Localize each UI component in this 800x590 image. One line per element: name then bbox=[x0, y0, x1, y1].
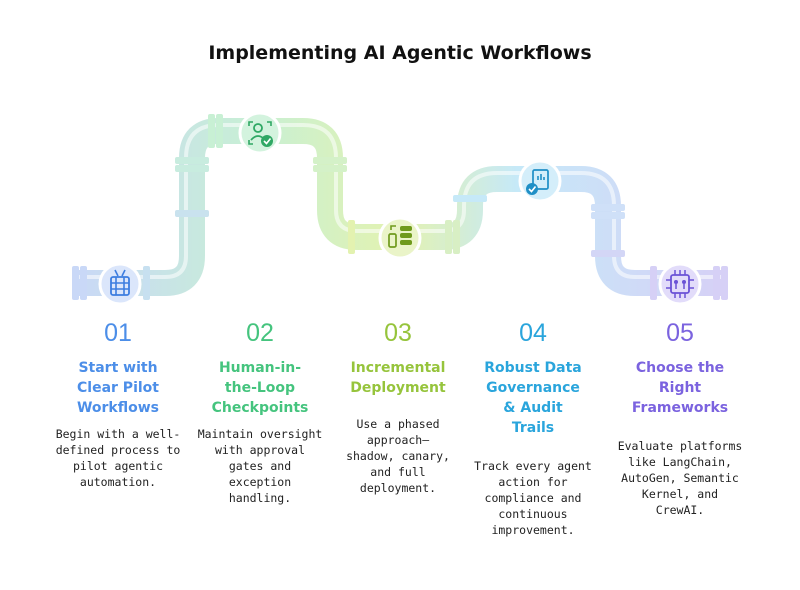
step-desc-line: continuous bbox=[498, 507, 568, 521]
step-title-line: Workflows bbox=[76, 400, 160, 416]
step-number: 03 bbox=[384, 319, 412, 347]
step-desc-line: with approval bbox=[214, 443, 305, 457]
step-title-line: Deployment bbox=[350, 380, 446, 396]
audit-report-icon bbox=[518, 159, 562, 203]
step-desc-line: Use a phased bbox=[356, 417, 440, 431]
step-desc-line: action for bbox=[498, 475, 568, 489]
step-title-line: Choose the bbox=[635, 360, 725, 376]
page-title: Implementing AI Agentic Workflows bbox=[208, 42, 592, 64]
step-title: Incremental Deployment bbox=[333, 358, 463, 398]
step-1: 01 Start with Clear Pilot Workflows Begi… bbox=[53, 318, 183, 490]
step-desc-line: like LangChain, bbox=[628, 455, 732, 469]
step-description: Evaluate platforms like LangChain, AutoG… bbox=[615, 438, 745, 518]
step-desc-line: deployment. bbox=[359, 481, 437, 495]
step-title-line: Clear Pilot bbox=[77, 380, 159, 396]
step-3: 03 Incremental Deployment Use a phased a… bbox=[333, 318, 463, 496]
step-number: 01 bbox=[104, 319, 132, 347]
step-desc-line: Begin with a well- bbox=[55, 427, 181, 441]
step-number: 04 bbox=[519, 319, 547, 347]
server-rack-icon bbox=[98, 262, 142, 306]
step-desc-line: AutoGen, Semantic bbox=[621, 471, 739, 485]
step-title-line: & Audit bbox=[503, 400, 563, 416]
step-desc-line: Maintain oversight bbox=[197, 427, 323, 441]
step-title-line: Start with bbox=[78, 360, 158, 376]
step-description: Use a phased approach— shadow, canary, a… bbox=[333, 416, 463, 496]
step-desc-line: shadow, canary, bbox=[346, 449, 450, 463]
step-desc-line: compliance and bbox=[484, 491, 582, 505]
step-title-line: Incremental bbox=[350, 360, 446, 376]
step-number: 02 bbox=[246, 319, 274, 347]
step-desc-line: improvement. bbox=[491, 523, 575, 537]
cpu-chip-icon bbox=[658, 262, 702, 306]
step-desc-line: CrewAI. bbox=[655, 503, 705, 517]
step-title: Start with Clear Pilot Workflows bbox=[53, 358, 183, 418]
step-title: Human-in- the-Loop Checkpoints bbox=[195, 358, 325, 418]
step-description: Maintain oversight with approval gates a… bbox=[195, 426, 325, 506]
step-description: Begin with a well- defined process to pi… bbox=[53, 426, 183, 490]
step-desc-line: approach— bbox=[366, 433, 430, 447]
phased-deploy-icon bbox=[378, 216, 422, 260]
step-desc-line: exception handling. bbox=[228, 475, 292, 505]
step-title-line: the-Loop bbox=[224, 380, 296, 396]
step-2: 02 Human-in- the-Loop Checkpoints Mainta… bbox=[195, 318, 325, 506]
step-title-line: Human-in- bbox=[218, 360, 302, 376]
step-5: 05 Choose the Right Frameworks Evaluate … bbox=[615, 318, 745, 518]
step-desc-line: gates and bbox=[228, 459, 292, 473]
step-title-line: Right bbox=[658, 380, 702, 396]
step-desc-line: automation. bbox=[79, 475, 157, 489]
step-desc-line: pilot agentic bbox=[72, 459, 163, 473]
step-desc-line: defined process to bbox=[55, 443, 181, 457]
step-number: 05 bbox=[666, 319, 694, 347]
step-desc-line: Kernel, and bbox=[641, 487, 719, 501]
step-title-line: Robust Data bbox=[484, 360, 582, 376]
user-check-icon bbox=[238, 111, 282, 155]
step-description: Track every agent action for compliance … bbox=[468, 458, 598, 538]
step-desc-line: and full bbox=[370, 465, 426, 479]
step-title: Choose the Right Frameworks bbox=[615, 358, 745, 418]
step-title-line: Checkpoints bbox=[211, 400, 309, 416]
step-desc-line: Track every agent bbox=[474, 459, 592, 473]
pipe-flanges bbox=[72, 114, 728, 300]
step-title-line: Frameworks bbox=[631, 400, 729, 416]
step-desc-line: Evaluate platforms bbox=[617, 439, 743, 453]
step-4: 04 Robust Data Governance & Audit Trails… bbox=[468, 318, 598, 538]
step-title-line: Governance bbox=[486, 380, 580, 396]
step-title: Robust Data Governance & Audit Trails bbox=[468, 358, 598, 438]
step-title-line: Trails bbox=[511, 420, 555, 436]
